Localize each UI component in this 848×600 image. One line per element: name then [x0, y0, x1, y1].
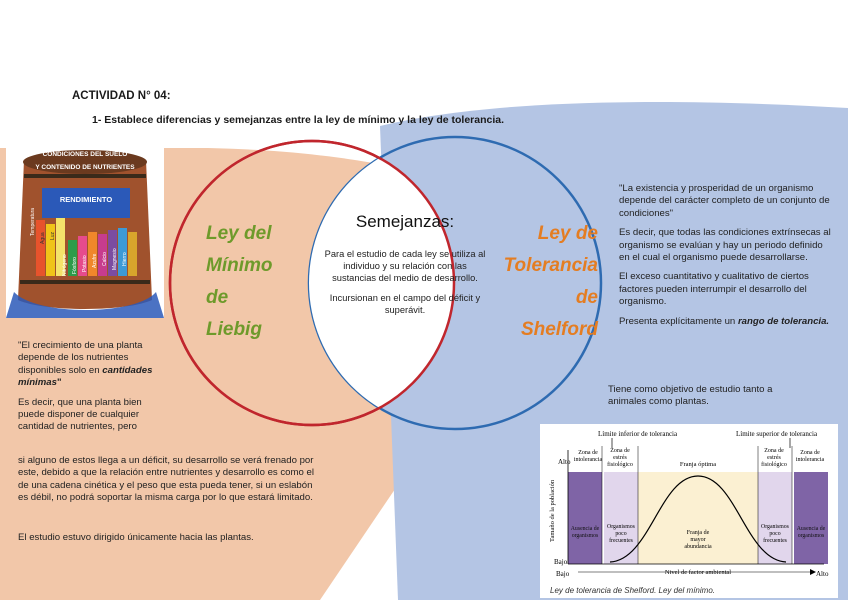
graph-text: frecuentes	[609, 537, 634, 544]
tolerance-graph: Límite inferior de tolerancia Límite sup…	[540, 424, 838, 598]
graph-text: intolerancia	[574, 457, 603, 463]
graph-zone-optimal	[638, 472, 758, 564]
liebig-law-line: de	[206, 287, 229, 308]
graph-text: frecuentes	[763, 537, 788, 544]
graph-y-low: Bajo	[554, 558, 568, 566]
graph-text: estrés	[767, 455, 781, 461]
liebig-law-line: Ley del	[206, 223, 272, 244]
shelford-law-title: Ley de Tolerancia de Shelford	[476, 218, 598, 346]
svg-text:Y CONTENIDO DE NUTRIENTES: Y CONTENIDO DE NUTRIENTES	[35, 164, 135, 171]
barrel-header: CONDICIONES DEL SUELO	[43, 151, 128, 158]
barrel-staves	[36, 218, 137, 276]
graph-text: mayor	[690, 537, 705, 543]
graph-text: Organismos	[761, 524, 790, 530]
similarities-text: Para el estudio de cada ley se utiliza a…	[320, 248, 490, 324]
graph-x-axis-label: Nivel de factor ambiental	[665, 569, 731, 576]
graph-text: Zona de	[800, 450, 820, 456]
liebig-law-line: Liebig	[206, 319, 262, 340]
graph-zone-stress-left	[604, 472, 638, 564]
liebig-paragraph-continued: si alguno de estos llega a un déficit, s…	[18, 455, 314, 504]
barrel-yield-label: RENDIMIENTO	[60, 195, 113, 204]
graph-text: poco	[615, 531, 626, 537]
shelford-paragraph: Presenta explícitamente un rango de tole…	[619, 315, 830, 327]
shelford-law-line: de	[575, 287, 598, 308]
activity-instruction: 1- Establece diferencias y semejanzas en…	[92, 114, 505, 126]
graph-zone-intolerance-left	[568, 472, 602, 564]
similarities-title: Semejanzas:	[355, 212, 455, 231]
similarities-paragraph: Para el estudio de cada ley se utiliza a…	[324, 249, 486, 283]
liebig-paragraph: Es decir, que una planta bien puede disp…	[18, 396, 142, 433]
graph-text: estrés	[613, 455, 627, 461]
liebig-quote: "El crecimiento de una planta depende de…	[18, 340, 168, 441]
graph-text: Organismos	[607, 524, 636, 530]
graph-text: fisiológico	[761, 461, 787, 468]
graph-text: organismos	[572, 533, 599, 539]
shelford-paragraph: Es decir, que todas las condiciones extr…	[619, 227, 831, 264]
graph-text: Franja de	[687, 530, 710, 536]
venn-intersection	[309, 141, 454, 425]
graph-caption: Ley de tolerancia de Shelford. Ley del m…	[550, 586, 715, 595]
graph-text: abundancia	[684, 544, 712, 550]
graph-bell-curve	[609, 475, 787, 563]
shelford-scope: Tiene como objetivo de estudio tanto a a…	[608, 384, 773, 408]
liebig-law-title: Ley del Mínimo de Liebig	[206, 218, 316, 346]
graph-text: Ausencia de	[571, 526, 600, 532]
shelford-paragraph: El exceso cuantitativo y cualitativo de …	[619, 271, 809, 308]
graph-lower-limit-label: Límite inferior de tolerancia	[598, 430, 678, 438]
graph-text: poco	[769, 531, 780, 537]
liebig-law-line: Mínimo	[206, 255, 273, 276]
shelford-description: "La existencia y prosperidad de un organ…	[619, 183, 834, 335]
graph-x-low: Bajo	[556, 570, 570, 578]
graph-x-high: Alto	[816, 570, 829, 578]
liebig-scope: El estudio estuvo dirigido únicamente ha…	[18, 532, 254, 543]
graph-text: Ausencia de	[797, 526, 826, 532]
graph-text: fisiológico	[607, 461, 633, 468]
graph-zone-stress-right	[758, 472, 792, 564]
graph-text: Zona de	[578, 450, 598, 456]
similarities-paragraph: Incursionan en el campo del déficit y su…	[329, 293, 481, 315]
graph-y-axis-label: Tamaño de la población	[549, 479, 556, 542]
shelford-law-line: Ley de	[537, 223, 598, 244]
graph-optimal-label: Franja óptima	[680, 461, 716, 468]
shelford-law-line: Tolerancia	[503, 255, 598, 276]
shelford-quote: "La existencia y prosperidad de un organ…	[619, 183, 830, 219]
graph-zone-intolerance-right	[794, 472, 828, 564]
activity-title: ACTIVIDAD N° 04:	[72, 90, 171, 102]
graph-text: intolerancia	[796, 457, 825, 463]
graph-text: Zona de	[764, 448, 784, 454]
graph-upper-limit-label: Límite superior de tolerancia	[736, 430, 818, 438]
graph-text: Zona de	[610, 448, 630, 454]
graph-text: organismos	[798, 533, 825, 539]
shelford-law-line: Shelford	[520, 319, 598, 340]
liebig-barrel-illustration: CONDICIONES DEL SUELO Y CONTENIDO DE NUT…	[6, 140, 164, 318]
graph-y-high: Alto	[558, 458, 571, 466]
